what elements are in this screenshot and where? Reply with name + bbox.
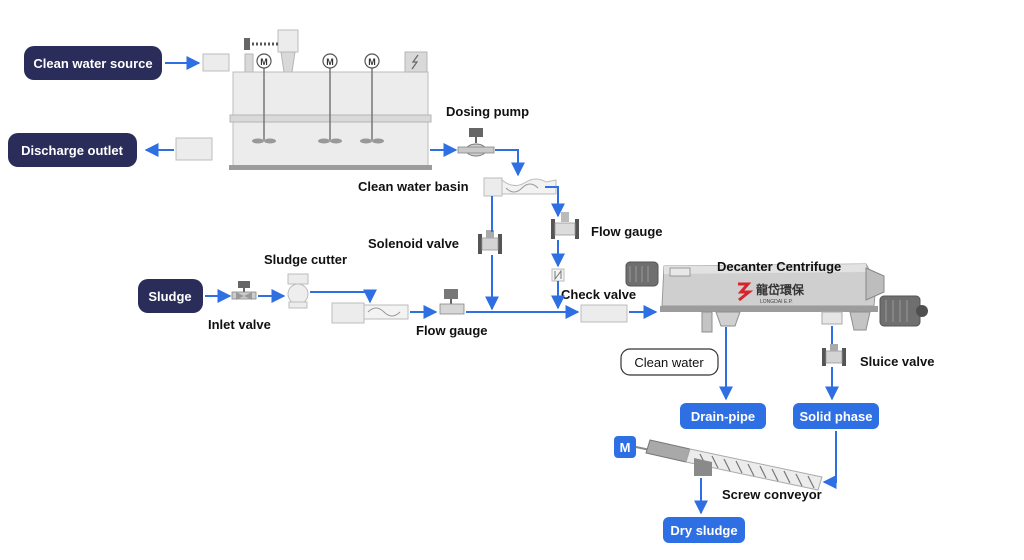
discharge-outlet-box: Discharge outlet <box>8 133 137 167</box>
sludge-cutter-label: Sludge cutter <box>264 252 347 267</box>
dry-sludge-label: Dry sludge <box>670 523 737 538</box>
conveyor-motor-label: M <box>620 440 631 455</box>
clean-water-box: Clean water <box>620 348 719 376</box>
flow-gauge-bottom-label: Flow gauge <box>416 323 488 338</box>
dry-sludge-box: Dry sludge <box>663 517 745 543</box>
dosing-pump <box>457 128 495 157</box>
svg-text:龍岱環保: 龍岱環保 <box>756 282 805 297</box>
dosing-pump-label: Dosing pump <box>446 104 529 119</box>
check-valve-label: Check valve <box>561 287 636 302</box>
drain-pipe-label: Drain-pipe <box>691 409 755 424</box>
sludge-screw-pump <box>331 302 409 324</box>
dosing-tank: M M M <box>229 29 432 170</box>
discharge-block <box>175 137 213 161</box>
solenoid-valve <box>478 230 502 254</box>
svg-text:M: M <box>260 57 268 67</box>
arrow-pump-to-basin <box>495 149 525 177</box>
tank-motor-2: M <box>322 53 338 69</box>
svg-text:M: M <box>368 57 376 67</box>
tank-motor-3: M <box>364 53 380 69</box>
flow-gauge-bottom <box>439 289 465 315</box>
solid-phase-label: Solid phase <box>800 409 873 424</box>
arrow-cutter-to-pump <box>310 289 377 304</box>
screw-conveyor-label: Screw conveyor <box>722 487 822 502</box>
solid-phase-box: Solid phase <box>793 403 879 429</box>
inlet-valve-label: Inlet valve <box>208 317 271 332</box>
inlet-valve <box>231 281 257 300</box>
sludge-label: Sludge <box>148 289 191 304</box>
clean-water-basin-label: Clean water basin <box>358 179 469 194</box>
sluice-valve-label: Sluice valve <box>860 354 934 369</box>
arrow-basin-to-flow-gauge <box>545 186 565 218</box>
clean-water-basin <box>483 177 557 197</box>
drain-pipe-box: Drain-pipe <box>680 403 766 429</box>
svg-text:M: M <box>326 57 334 67</box>
solenoid-valve-label: Solenoid valve <box>368 236 459 251</box>
flow-arrows <box>144 56 839 515</box>
svg-text:LONGDAI E.P.: LONGDAI E.P. <box>760 299 793 305</box>
flow-gauge-top-label: Flow gauge <box>591 224 663 239</box>
sludge-cutter <box>287 273 309 309</box>
clean-water-inlet-block <box>202 53 230 72</box>
tank-motor-1: M <box>256 53 272 69</box>
screw-conveyor: M <box>614 436 823 491</box>
decanter-centrifuge-label: Decanter Centrifuge <box>717 259 841 274</box>
lightning-icon <box>411 54 419 70</box>
sludge-box: Sludge <box>138 279 203 313</box>
arrow-solid-phase-to-conveyor <box>822 431 837 489</box>
sluice-valve <box>822 344 846 366</box>
decanter-centrifuge: 龍岱環保 LONGDAI E.P. <box>625 261 928 333</box>
check-valve-symbol <box>551 268 565 282</box>
company-logo: 龍岱環保 LONGDAI E.P. <box>737 282 805 305</box>
clean-water-label: Clean water <box>634 355 704 370</box>
clean-water-source-label: Clean water source <box>33 56 152 71</box>
check-valve-block <box>580 304 628 323</box>
discharge-outlet-label: Discharge outlet <box>21 143 124 158</box>
clean-water-source-box: Clean water source <box>24 46 162 80</box>
flow-gauge-top <box>551 212 579 239</box>
